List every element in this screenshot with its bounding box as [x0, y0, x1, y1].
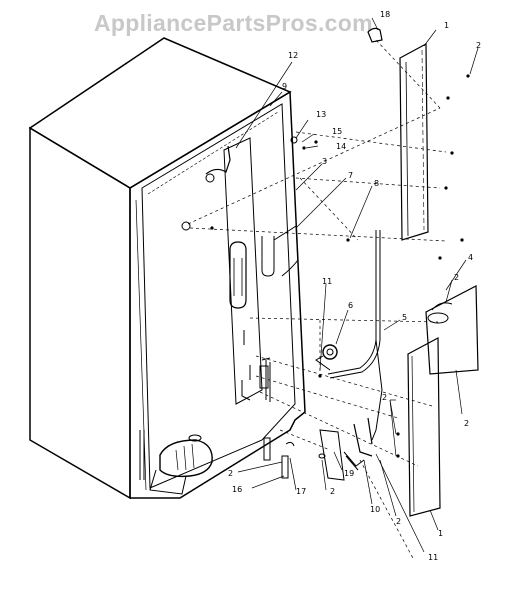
callout-2-bottom-mid: 2: [330, 487, 335, 496]
side-panel-lower: [407, 337, 441, 517]
callout-1-bottom: 1: [438, 529, 443, 538]
fan-motor: [315, 344, 338, 371]
callout-7: 7: [348, 171, 353, 180]
callout-2-right: 2: [464, 419, 469, 428]
drain-tube: [327, 230, 383, 445]
callout-12: 12: [288, 51, 298, 60]
callout-10: 10: [370, 505, 380, 514]
callout-2-mid: 2: [382, 393, 387, 402]
clip-18: [367, 27, 383, 43]
callout-8: 8: [374, 179, 379, 188]
callout-17: 17: [296, 487, 306, 496]
compressor: [149, 434, 213, 495]
callout-1-top: 1: [444, 21, 449, 30]
callout-14: 14: [336, 142, 346, 151]
callout-11-top: 11: [322, 277, 332, 286]
callout-labels: 18 1 2 12 9 13 15 14 3 7 8 4 2 11 6 5 2 …: [228, 10, 481, 562]
evaporator-assembly: [205, 137, 299, 405]
leader-lines: [187, 39, 447, 561]
callout-lines: [235, 17, 479, 553]
callout-6: 6: [348, 301, 353, 310]
callout-18: 18: [380, 10, 390, 19]
screws: [210, 74, 470, 458]
hardware-13-15: [181, 136, 298, 231]
callout-2-bottom-right: 2: [396, 517, 401, 526]
callout-11-bottom: 11: [428, 553, 438, 562]
callout-2-panel4: 2: [454, 273, 459, 282]
callout-2-bottom-left: 2: [228, 469, 233, 478]
callout-4: 4: [468, 253, 473, 262]
callout-19: 19: [344, 469, 354, 478]
refrigerator-cabinet: [28, 37, 306, 500]
callout-3: 3: [322, 157, 327, 166]
callout-2-top: 2: [476, 41, 481, 50]
callout-9: 9: [282, 82, 287, 91]
callout-5: 5: [402, 313, 407, 322]
panel-4: [425, 285, 479, 375]
bottom-parts: [263, 423, 373, 481]
callout-16: 16: [232, 485, 242, 494]
callout-15: 15: [332, 127, 342, 136]
callout-13: 13: [316, 110, 326, 119]
side-panel-upper: [399, 43, 429, 241]
watermark: AppliancePartsPros.com: [94, 10, 373, 36]
